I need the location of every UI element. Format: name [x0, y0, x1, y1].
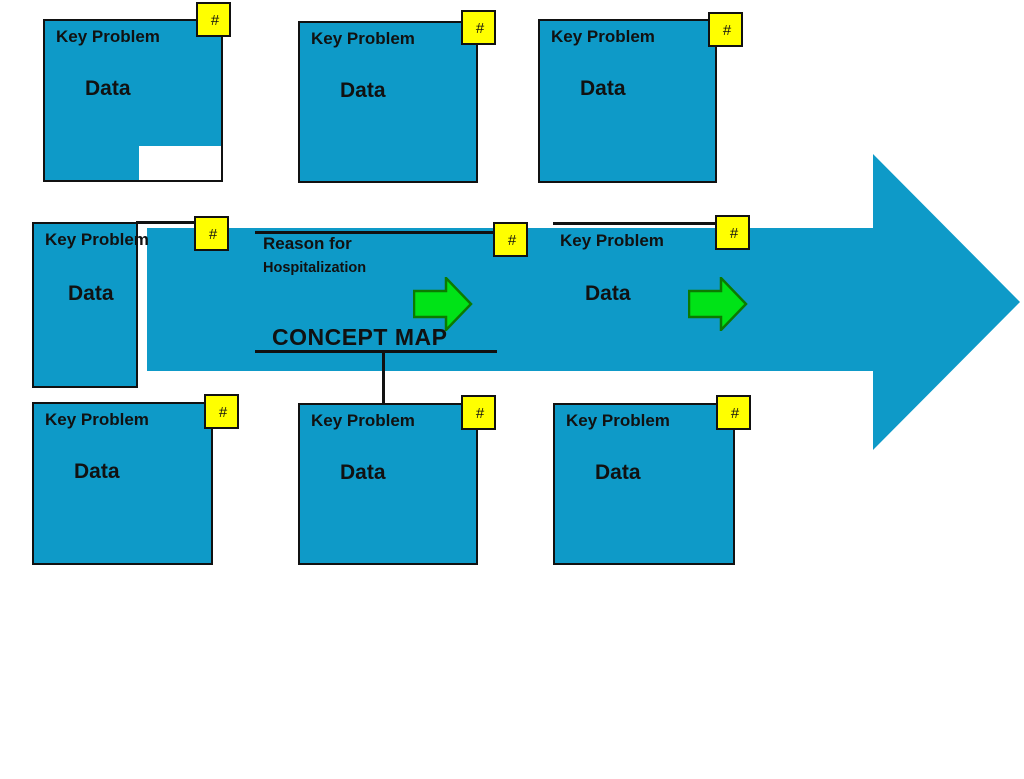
connector-line-middle-left-to-badge	[136, 221, 198, 224]
key-problem-label: Key Problem	[311, 411, 415, 430]
key-problem-box-bottom-right: Key Problem Data	[553, 403, 735, 565]
number-badge-middle-right: #	[715, 215, 750, 250]
concept-map-title: CONCEPT MAP	[272, 324, 448, 350]
number-badge-top-left: #	[196, 2, 231, 37]
connector-line-below-title	[255, 350, 497, 353]
data-placeholder: Data	[340, 79, 386, 102]
reason-heading-line1: Reason for	[263, 234, 352, 253]
number-badge-reason: #	[493, 222, 528, 257]
key-problem-box-bottom-center: Key Problem Data	[298, 403, 478, 565]
key-problem-box-top-right: Key Problem Data	[538, 19, 717, 183]
key-problem-label: Key Problem	[45, 410, 149, 429]
key-problem-label: Key Problem	[311, 29, 415, 48]
key-problem-box-top-left: Key Problem Data	[43, 19, 223, 182]
connector-line-title-to-bottom-box	[382, 352, 385, 404]
connector-line-above-middle-right	[553, 222, 717, 225]
number-badge-bottom-center: #	[461, 395, 496, 430]
connector-line-above-reason	[255, 231, 496, 234]
key-problem-box-bottom-left: Key Problem Data	[32, 402, 213, 565]
number-badge-middle-left: #	[194, 216, 229, 251]
data-placeholder: Data	[580, 77, 626, 100]
key-problem-label: Key Problem	[45, 230, 149, 249]
number-badge-top-center: #	[461, 10, 496, 45]
key-problem-label: Key Problem	[566, 411, 670, 430]
data-placeholder: Data	[595, 461, 641, 484]
key-problem-region-middle-right: Key Problem Data	[553, 228, 763, 368]
reason-for-hospitalization-heading: Reason for Hospitalization	[263, 234, 366, 277]
big-right-arrow	[147, 154, 1020, 450]
reason-heading-line2: Hospitalization	[263, 260, 367, 276]
data-placeholder: Data	[340, 461, 386, 484]
key-problem-box-top-center: Key Problem Data	[298, 21, 478, 183]
green-right-arrow-icon	[688, 277, 748, 331]
green-right-arrow-icon	[413, 277, 473, 331]
key-problem-box-middle-left: Key Problem Data	[32, 222, 149, 388]
data-placeholder: Data	[74, 460, 120, 483]
number-badge-bottom-right: #	[716, 395, 751, 430]
box-cutout	[139, 146, 221, 180]
number-badge-top-right: #	[708, 12, 743, 47]
key-problem-label: Key Problem	[551, 27, 655, 46]
data-placeholder: Data	[85, 77, 131, 100]
data-placeholder: Data	[585, 282, 631, 305]
key-problem-label: Key Problem	[56, 27, 160, 46]
data-placeholder: Data	[68, 282, 114, 305]
number-badge-bottom-left: #	[204, 394, 239, 429]
key-problem-label: Key Problem	[560, 231, 664, 250]
